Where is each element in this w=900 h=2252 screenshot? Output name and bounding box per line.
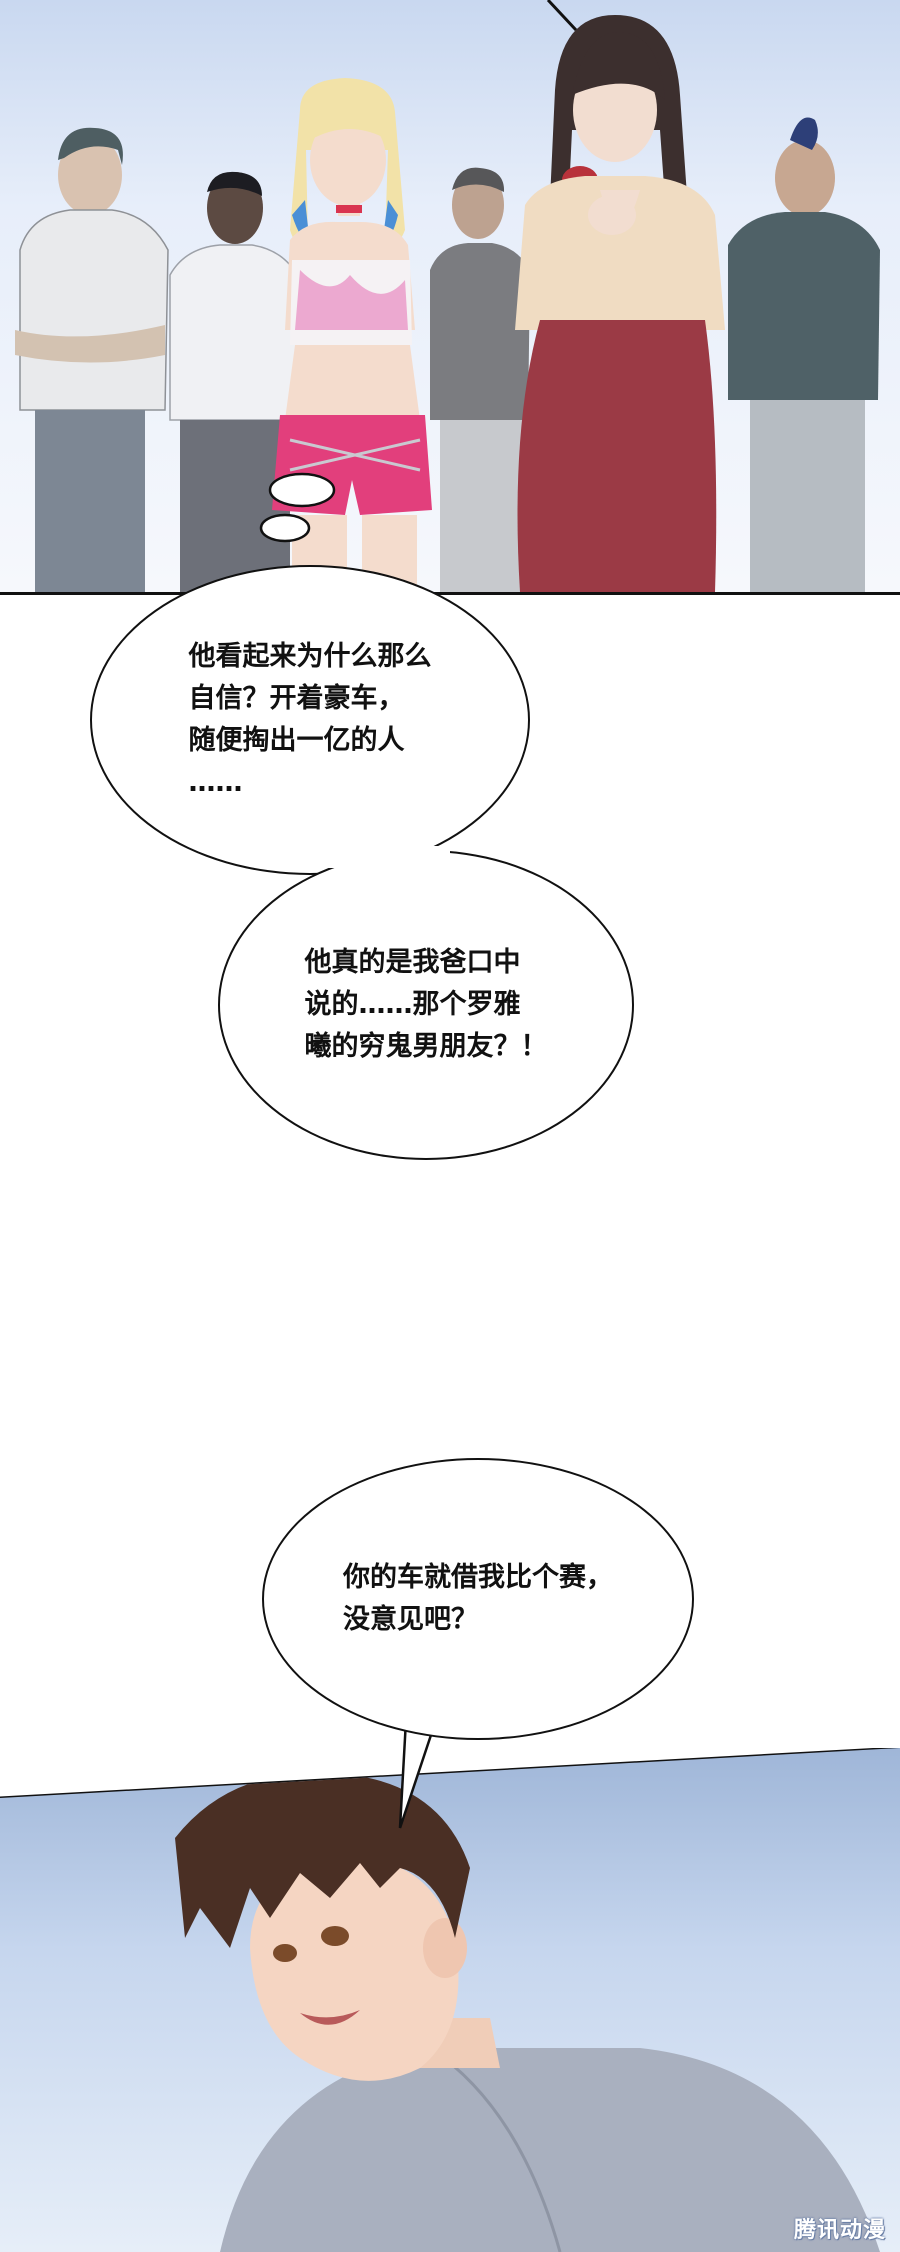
man-gray-shirt-arms-crossed [15, 127, 169, 592]
thought-bubble-2-text: 他真的是我爸口中 说的……那个罗雅 曦的穷鬼男朋友？！ [304, 947, 548, 1062]
thought-bubble-2: 他真的是我爸口中 说的……那个罗雅 曦的穷鬼男朋友？！ [218, 850, 634, 1160]
man-gray-tshirt [430, 167, 530, 592]
man-white-shirt [169, 171, 301, 592]
watermark: 腾讯动漫 [793, 2218, 886, 2243]
woman-blonde-twintails-pink-shorts [272, 78, 432, 592]
man-dark-shirt-mohawk [728, 117, 880, 592]
young-man-illustration [175, 1772, 880, 2252]
crowd-illustration [15, 0, 880, 592]
speech-bubble-1: 你的车就借我比个赛， 没意见吧？ [262, 1458, 694, 1740]
bottom-panel: 腾讯动漫 [0, 1748, 900, 2252]
young-man-brown-hair-smiling [175, 1772, 880, 2252]
bubble-connector [300, 846, 450, 868]
small-thought-cloud [259, 472, 336, 543]
speech-bubble-1-text: 你的车就借我比个赛， 没意见吧？ [343, 1562, 613, 1635]
woman-dark-hair-red-dress [515, 15, 725, 592]
thought-bubble-1: 他看起来为什么那么 自信？开着豪车， 随便掏出一亿的人 …… [90, 565, 530, 875]
top-panel [0, 0, 900, 595]
thought-bubble-1-text: 他看起来为什么那么 自信？开着豪车， 随便掏出一亿的人 …… [188, 641, 432, 798]
speech-tail-line [546, 0, 578, 32]
